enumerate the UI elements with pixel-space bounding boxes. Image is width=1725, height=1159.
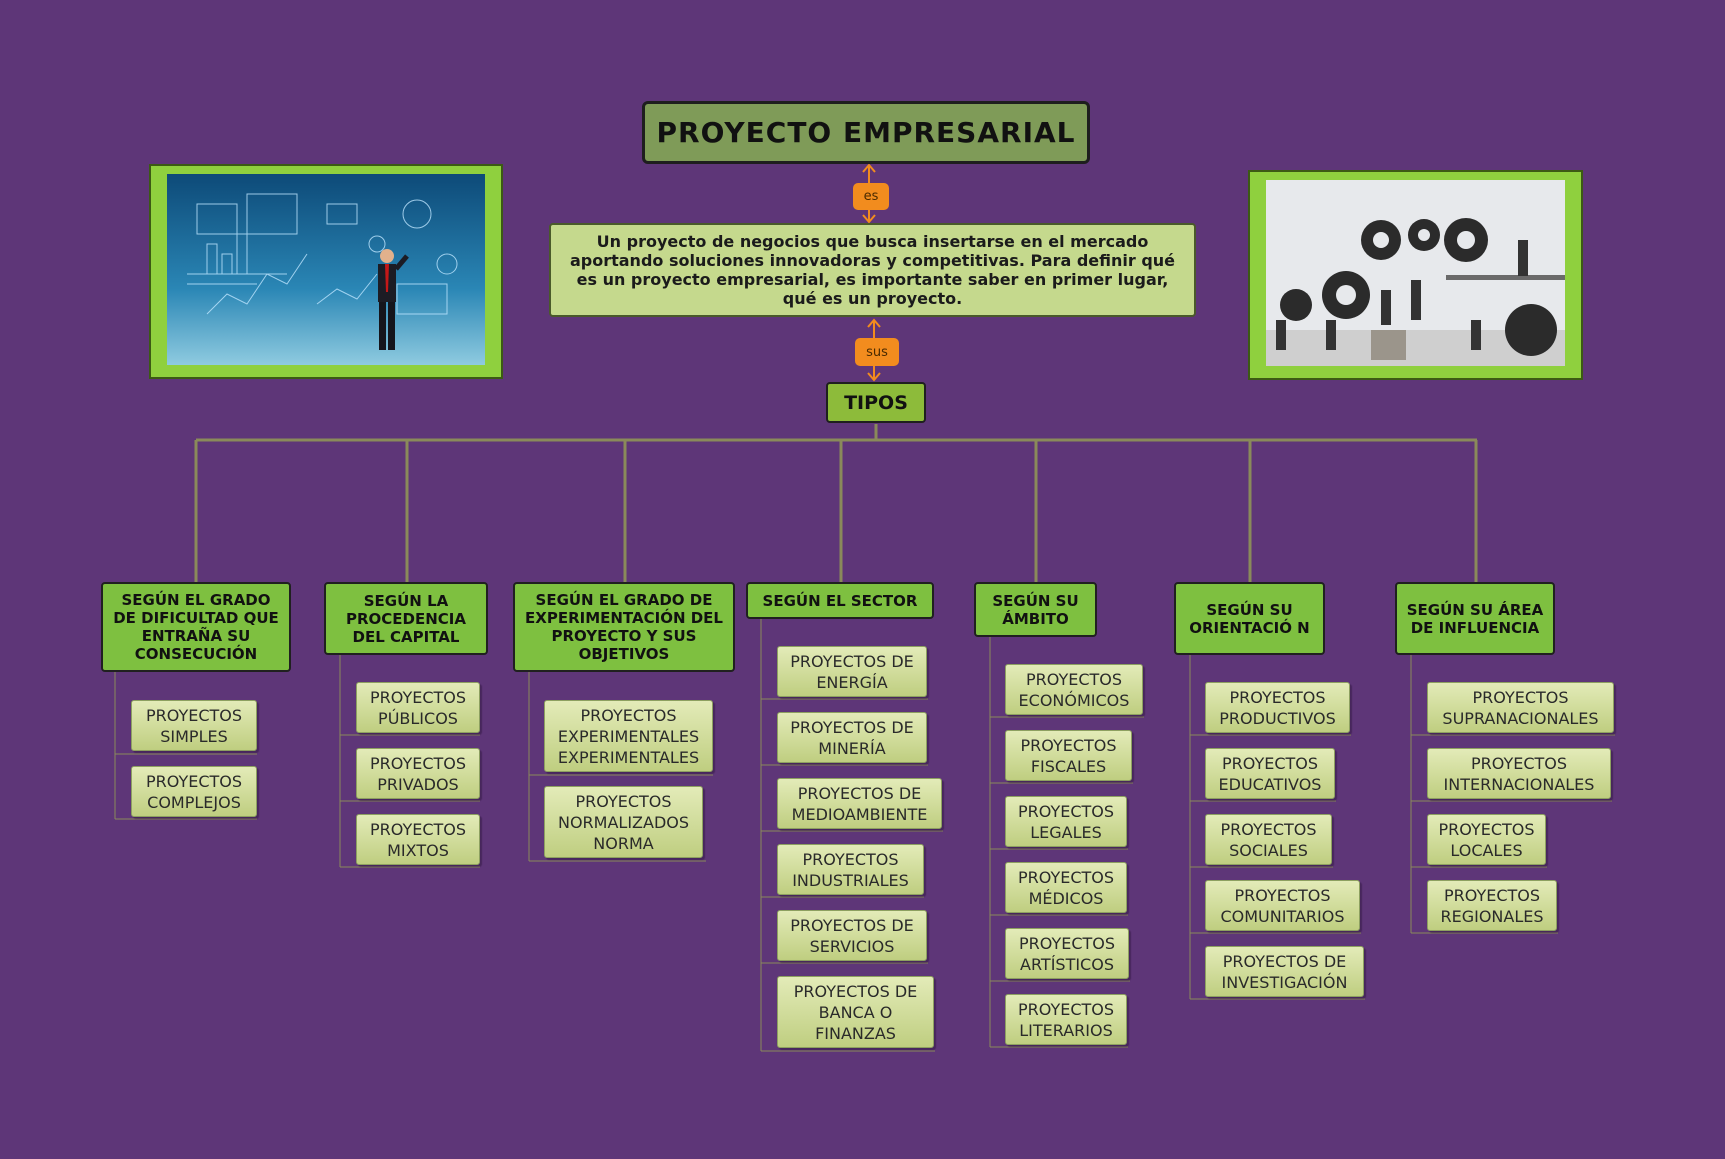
item-proyectos-regionales[interactable]: PROYECTOS REGIONALES xyxy=(1427,880,1557,931)
item-proyectos-simples[interactable]: PROYECTOS SIMPLES xyxy=(131,700,257,751)
item-proyectos-medicos[interactable]: PROYECTOS MÉDICOS xyxy=(1005,862,1127,913)
category-influencia[interactable]: SEGÚN SU ÁREA DE INFLUENCIA xyxy=(1395,582,1555,655)
item-proyectos-mixtos[interactable]: PROYECTOS MIXTOS xyxy=(356,814,480,865)
item-proyectos-fiscales[interactable]: PROYECTOS FISCALES xyxy=(1005,730,1132,781)
link-label-sus[interactable]: sus xyxy=(855,338,899,366)
item-proyectos-servicios[interactable]: PROYECTOS DE SERVICIOS xyxy=(777,910,927,961)
category-orientacion[interactable]: SEGÚN SU ORIENTACIÓ N xyxy=(1174,582,1325,655)
category-capital[interactable]: SEGÚN LA PROCEDENCIA DEL CAPITAL xyxy=(324,582,488,655)
category-experimentacion[interactable]: SEGÚN EL GRADO DE EXPERIMENTACIÓN DEL PR… xyxy=(513,582,735,672)
item-proyectos-energia[interactable]: PROYECTOS DE ENERGÍA xyxy=(777,646,927,697)
tipos-node[interactable]: TIPOS xyxy=(826,382,926,423)
item-proyectos-publicos[interactable]: PROYECTOS PÚBLICOS xyxy=(356,682,480,733)
link-label-es[interactable]: es xyxy=(853,183,889,210)
item-proyectos-productivos[interactable]: PROYECTOS PRODUCTIVOS xyxy=(1205,682,1350,733)
teamwork-gears-image xyxy=(1248,170,1583,380)
item-proyectos-educativos[interactable]: PROYECTOS EDUCATIVOS xyxy=(1205,748,1335,799)
item-proyectos-economicos[interactable]: PROYECTOS ECONÓMICOS xyxy=(1005,664,1143,715)
item-proyectos-locales[interactable]: PROYECTOS LOCALES xyxy=(1427,814,1546,865)
title-node[interactable]: PROYECTO EMPRESARIAL xyxy=(642,101,1090,164)
item-proyectos-artisticos[interactable]: PROYECTOS ARTÍSTICOS xyxy=(1005,928,1129,979)
item-proyectos-privados[interactable]: PROYECTOS PRIVADOS xyxy=(356,748,480,799)
item-proyectos-literarios[interactable]: PROYECTOS LITERARIOS xyxy=(1005,994,1127,1045)
category-dificultad[interactable]: SEGÚN EL GRADO DE DIFICULTAD QUE ENTRAÑA… xyxy=(101,582,291,672)
item-proyectos-comunitarios[interactable]: PROYECTOS COMUNITARIOS xyxy=(1205,880,1360,931)
category-sector[interactable]: SEGÚN EL SECTOR xyxy=(746,582,934,619)
item-proyectos-sociales[interactable]: PROYECTOS SOCIALES xyxy=(1205,814,1332,865)
item-proyectos-legales[interactable]: PROYECTOS LEGALES xyxy=(1005,796,1127,847)
item-proyectos-experimentales[interactable]: PROYECTOS EXPERIMENTALES EXPERIMENTALES xyxy=(544,700,713,772)
item-proyectos-mineria[interactable]: PROYECTOS DE MINERÍA xyxy=(777,712,927,763)
item-proyectos-banca[interactable]: PROYECTOS DE BANCA O FINANZAS xyxy=(777,976,934,1048)
item-proyectos-medioambiente[interactable]: PROYECTOS DE MEDIOAMBIENTE xyxy=(777,778,942,829)
category-ambito[interactable]: SEGÚN SU ÁMBITO xyxy=(974,582,1097,637)
item-proyectos-normalizados[interactable]: PROYECTOS NORMALIZADOS NORMA xyxy=(544,786,703,858)
definition-node[interactable]: Un proyecto de negocios que busca insert… xyxy=(549,223,1196,317)
item-proyectos-industriales[interactable]: PROYECTOS INDUSTRIALES xyxy=(777,844,924,895)
business-ideas-image xyxy=(149,164,503,379)
item-proyectos-internacionales[interactable]: PROYECTOS INTERNACIONALES xyxy=(1427,748,1611,799)
item-proyectos-complejos[interactable]: PROYECTOS COMPLEJOS xyxy=(131,766,257,817)
item-proyectos-supranacionales[interactable]: PROYECTOS SUPRANACIONALES xyxy=(1427,682,1614,733)
item-proyectos-investigacion[interactable]: PROYECTOS DE INVESTIGACIÓN xyxy=(1205,946,1364,997)
